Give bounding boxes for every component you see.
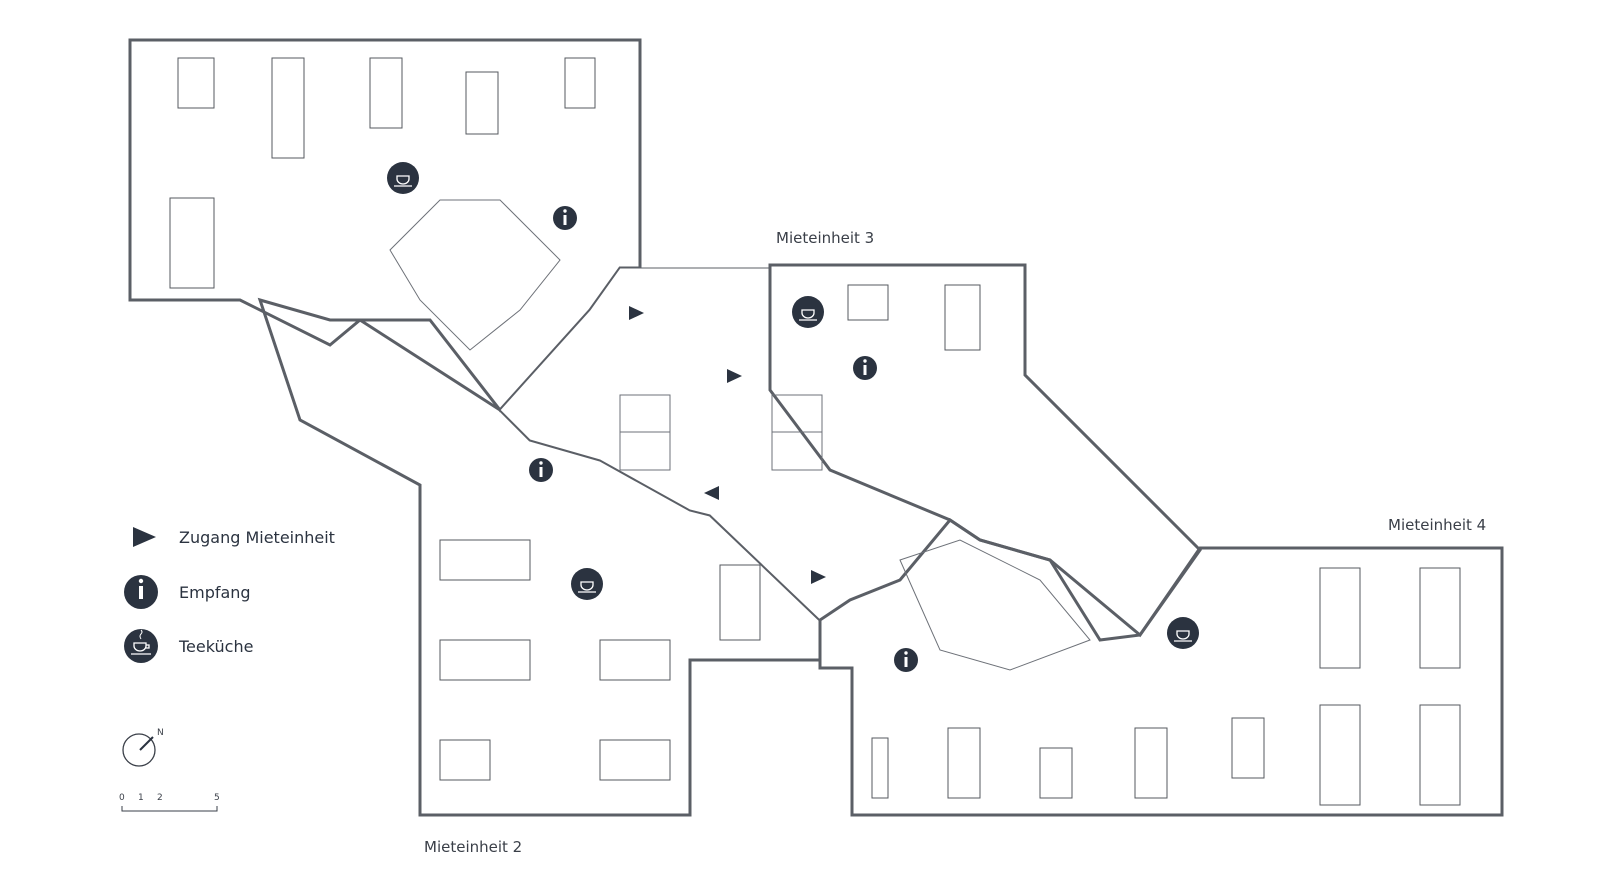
info-icon bbox=[529, 458, 553, 482]
info-icon bbox=[894, 648, 918, 672]
desk bbox=[599, 739, 671, 781]
north-compass: N bbox=[122, 728, 164, 767]
entrance-triangle-icon bbox=[629, 306, 644, 320]
scale-tick-0: 0 bbox=[119, 793, 125, 803]
scale-tick-2: 2 bbox=[157, 793, 163, 803]
desk bbox=[1319, 567, 1361, 669]
desk bbox=[1319, 704, 1361, 806]
desk bbox=[847, 284, 889, 321]
furniture bbox=[169, 57, 1461, 806]
desk bbox=[599, 639, 671, 681]
desk bbox=[439, 739, 491, 781]
desk bbox=[564, 57, 596, 109]
info-icon bbox=[124, 575, 158, 609]
desk bbox=[439, 539, 531, 581]
unit-3-label: Mieteinheit 3 bbox=[776, 229, 874, 247]
desk bbox=[947, 727, 981, 799]
tea-cup-icon bbox=[792, 296, 824, 328]
legend: Zugang Mieteinheit Empfang Teeküche bbox=[124, 527, 335, 663]
entrance-triangle-icon bbox=[704, 486, 719, 500]
tea-cup-icon bbox=[571, 568, 603, 600]
unit-4-area bbox=[818, 518, 1504, 817]
tea-cup-icon bbox=[124, 629, 158, 663]
unit-2-label: Mieteinheit 2 bbox=[424, 838, 522, 856]
desk bbox=[465, 71, 499, 135]
desk bbox=[1134, 727, 1168, 799]
desk bbox=[177, 57, 215, 109]
desk bbox=[944, 284, 981, 351]
desk bbox=[439, 639, 531, 681]
desk bbox=[1231, 717, 1265, 779]
desk bbox=[169, 197, 215, 289]
desk bbox=[719, 564, 761, 641]
stair-core-1 bbox=[389, 199, 823, 471]
desk bbox=[271, 57, 305, 159]
legend-label-reception: Empfang bbox=[179, 583, 251, 602]
legend-label-tea-kitchen: Teeküche bbox=[178, 637, 253, 656]
desk bbox=[871, 737, 889, 799]
entrance-triangle-icon bbox=[133, 527, 156, 547]
entrance-triangle-icon bbox=[811, 570, 826, 584]
info-icon bbox=[553, 206, 577, 230]
tea-cup-icon bbox=[387, 162, 419, 194]
scale-bar: 0 1 2 5 bbox=[119, 793, 220, 812]
legend-label-entrance: Zugang Mieteinheit bbox=[179, 528, 335, 547]
desk bbox=[369, 57, 403, 129]
desk bbox=[1419, 567, 1461, 669]
entrance-triangle-icon bbox=[727, 369, 742, 383]
scale-tick-5: 5 bbox=[214, 793, 220, 803]
stair-core-2 bbox=[899, 539, 1091, 671]
desk bbox=[1039, 747, 1073, 799]
scale-tick-1: 1 bbox=[138, 793, 144, 803]
north-label: N bbox=[157, 728, 164, 738]
unit-4-label: Mieteinheit 4 bbox=[1388, 516, 1486, 534]
unit-1-area bbox=[128, 38, 642, 413]
desk bbox=[1419, 704, 1461, 806]
info-icon bbox=[853, 356, 877, 380]
tea-cup-icon bbox=[1167, 617, 1199, 649]
